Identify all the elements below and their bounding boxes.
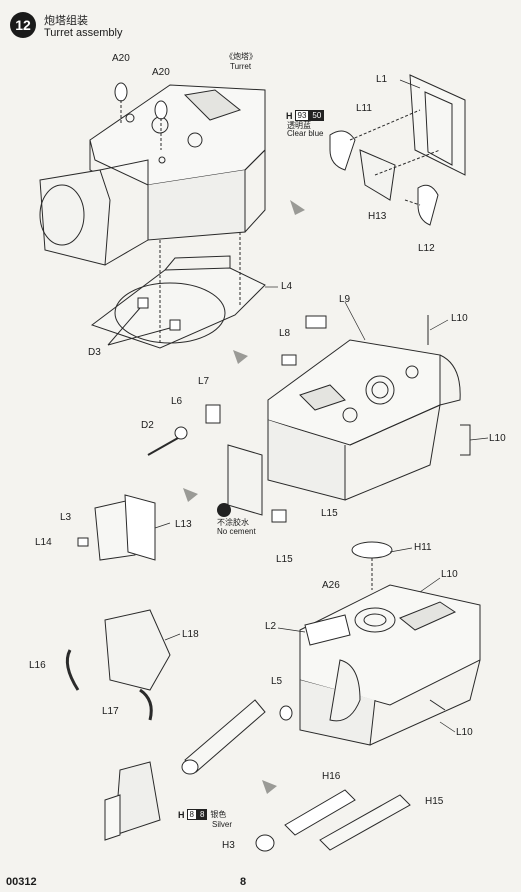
part-label-l8: L8: [279, 328, 291, 339]
part-label-d2: D2: [141, 420, 154, 431]
part-label-l2: L2: [265, 621, 277, 632]
part-label-l11: L11: [356, 103, 372, 114]
step-title-chinese: 炮塔组装: [44, 15, 88, 27]
part-label-a20: A20: [152, 67, 170, 78]
product-code: 00312: [6, 876, 37, 888]
part-label-h13: H13: [368, 211, 387, 222]
middle-small-parts: [147, 315, 471, 523]
part-label-l10: L10: [456, 727, 473, 738]
paint-clear-blue: H 93 50: [286, 110, 325, 121]
periscope-subassembly: [329, 74, 466, 226]
turret-note-en: Turret: [230, 62, 252, 71]
part-label-h16: H16: [322, 771, 341, 782]
turret-box-bottom: [299, 584, 481, 746]
part-label-d3: D3: [88, 347, 101, 358]
turret-box-middle: [267, 339, 461, 501]
no-cement-cn: 不涂胶水: [217, 518, 249, 527]
paint-clear-blue-en: Clear blue: [287, 129, 324, 138]
part-label-l15: L15: [321, 508, 338, 519]
part-label-l16: L16: [29, 660, 46, 671]
part-label-l7: L7: [198, 376, 210, 387]
part-label-l18: L18: [182, 629, 199, 640]
part-label-l17: L17: [102, 706, 119, 717]
part-label-l14: L14: [35, 537, 52, 548]
d3-parts: [107, 297, 181, 346]
direction-arrows: [183, 200, 305, 794]
part-label-l10: L10: [441, 569, 458, 580]
side-hatch-parts: [77, 494, 156, 561]
part-label-l12: L12: [418, 243, 435, 254]
part-label-l10: L10: [489, 433, 506, 444]
no-cement-en: No cement: [217, 527, 256, 536]
no-cement-icon: [217, 503, 231, 517]
paint-silver-cn: 银色: [210, 810, 227, 819]
gun-mantlet-upper: [39, 159, 149, 266]
part-label-a26: A26: [322, 580, 340, 591]
gun-mantlet-lower: [65, 609, 171, 721]
barrel-halves: [255, 789, 411, 852]
part-label-l6: L6: [171, 396, 183, 407]
turret-note-cn: 《炮塔》: [225, 52, 257, 61]
paint-silver-en: Silver: [212, 820, 233, 829]
part-label-h15: H15: [425, 796, 444, 807]
bottom-small-parts: [279, 541, 446, 721]
part-label-l4: L4: [281, 281, 293, 292]
part-label-l9: L9: [339, 294, 351, 305]
part-label-l13: L13: [175, 519, 192, 530]
paint-silver: H 8 8 银色: [178, 809, 227, 820]
part-label-l10: L10: [451, 313, 468, 324]
part-label-h11: H11: [414, 542, 432, 553]
page-number: 8: [240, 876, 247, 888]
part-label-l1: L1: [376, 74, 388, 85]
paint-clear-blue-cn: 透明蓝: [287, 121, 311, 130]
leader-lines: [154, 79, 489, 733]
gun-barrel: [104, 699, 266, 841]
part-label-l5: L5: [271, 676, 283, 687]
step-title-english: Turret assembly: [44, 27, 123, 39]
step-number-badge: 12: [10, 12, 36, 38]
part-label-h3: H3: [222, 840, 235, 851]
part-label-l3: L3: [60, 512, 72, 523]
a20-parts: [114, 82, 168, 150]
part-label-a20: A20: [112, 53, 130, 64]
part-label-l15: L15: [276, 554, 293, 565]
turret-upper-shell: [89, 84, 266, 241]
turret-floor-plate: [90, 232, 266, 349]
